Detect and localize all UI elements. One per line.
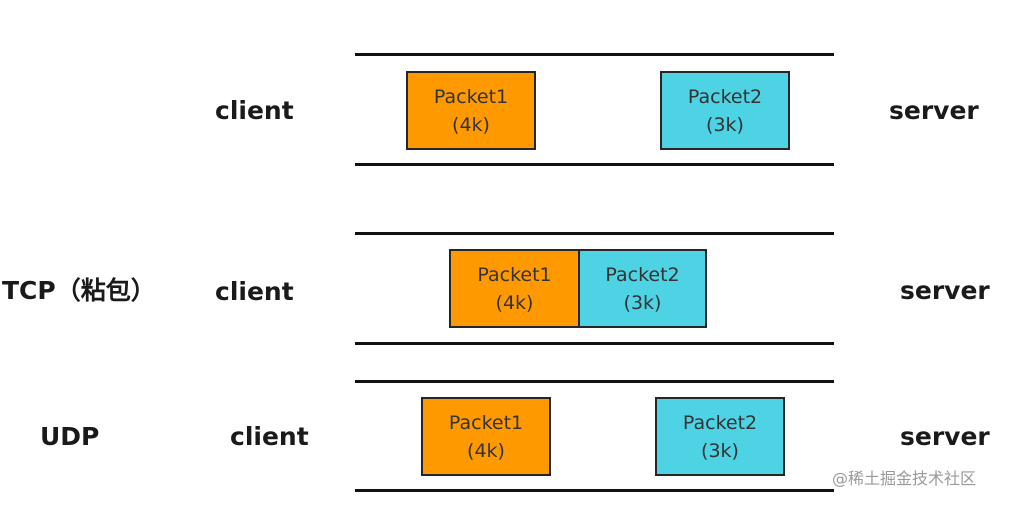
row3-packet2: Packet2 (3k) xyxy=(655,397,785,476)
row2-packet2: Packet2 (3k) xyxy=(578,249,707,328)
row1-bottom-line xyxy=(355,163,834,166)
row1-packet1-size: (4k) xyxy=(452,113,490,136)
row2-packet1: Packet1 (4k) xyxy=(449,249,580,328)
row1-packet2-title: Packet2 xyxy=(687,85,763,108)
row2-top-line xyxy=(355,232,834,235)
row1-packet1-title: Packet1 xyxy=(433,85,509,108)
row2-client-label: client xyxy=(215,277,294,306)
row1-packet2-size: (3k) xyxy=(706,113,744,136)
row3-packet1-title: Packet1 xyxy=(448,411,524,434)
watermark: @稀土掘金技术社区 xyxy=(832,469,977,488)
row2-server-label: server xyxy=(900,276,990,305)
row3-client-label: client xyxy=(230,422,309,451)
row1-packet1: Packet1 (4k) xyxy=(406,71,536,150)
row3-packet2-title: Packet2 xyxy=(682,411,758,434)
row3-packet1-size: (4k) xyxy=(467,439,505,462)
row3-top-line xyxy=(355,380,834,383)
row2-packet2-title: Packet2 xyxy=(605,263,680,286)
row3-bottom-line xyxy=(355,489,834,492)
row1-server-label: server xyxy=(889,96,979,125)
row3-packet2-size: (3k) xyxy=(701,439,739,462)
row2-packet2-size: (3k) xyxy=(623,291,662,314)
row3-title-label: UDP xyxy=(40,422,100,451)
row1-top-line xyxy=(355,53,834,56)
row1-client-label: client xyxy=(215,96,294,125)
row1-packet2: Packet2 (3k) xyxy=(660,71,790,150)
row2-packet1-size: (4k) xyxy=(495,291,534,314)
row2-title-label: TCP（粘包） xyxy=(2,276,156,305)
row3-packet1: Packet1 (4k) xyxy=(421,397,551,476)
row3-server-label: server xyxy=(900,422,990,451)
row2-bottom-line xyxy=(355,342,834,345)
row2-packet1-title: Packet1 xyxy=(477,263,552,286)
